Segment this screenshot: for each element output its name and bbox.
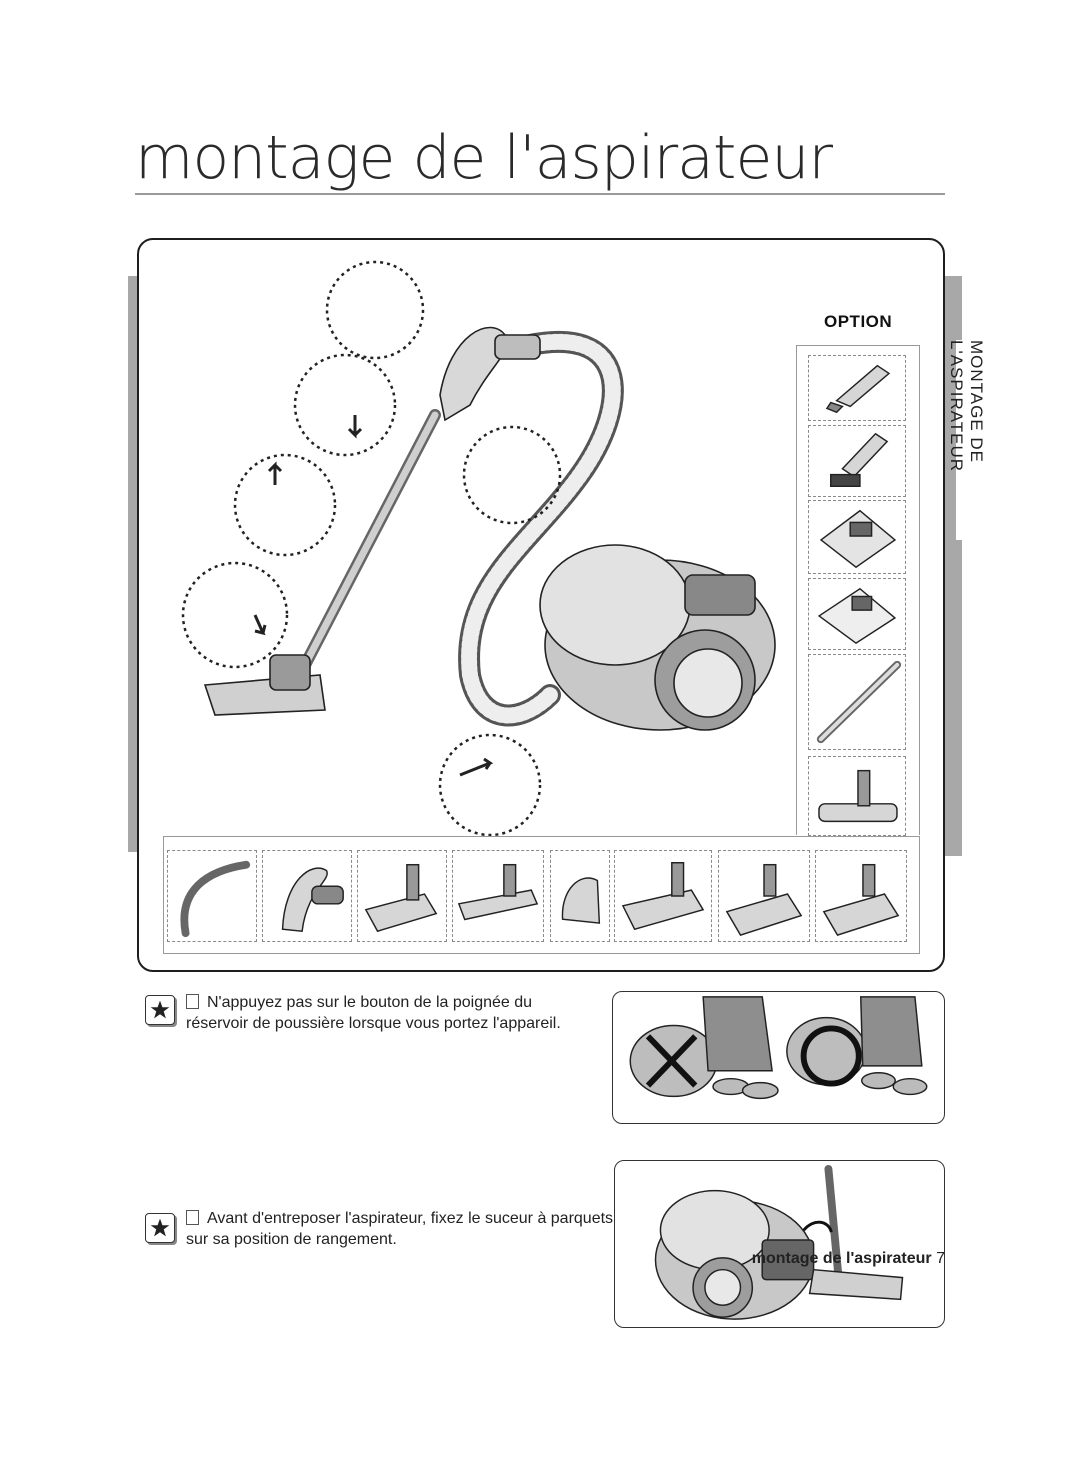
- dust-bag-icon: [819, 509, 897, 569]
- crevice-tool-option: [808, 355, 906, 421]
- note-1-illustration: [612, 991, 945, 1124]
- extension-pipe-icon: [816, 660, 902, 744]
- floor-brush-option: [808, 756, 906, 836]
- vacuum-assembly-illustration: [181, 260, 776, 837]
- side-section-tab: MONTAGE DE L'ASPIRATEUR: [947, 340, 986, 540]
- turbo-brush-a-icon: [725, 863, 803, 937]
- dust-bag-option: [808, 500, 906, 574]
- turbo-brush-b-accessory: [815, 850, 907, 942]
- flexible-hose-accessory: [167, 850, 257, 942]
- note-star-icon: [145, 1213, 175, 1243]
- bullet-icon: [186, 994, 199, 1009]
- page-number: 7: [936, 1250, 945, 1267]
- turbo-brush-b-icon: [822, 863, 900, 937]
- footer-title: montage de l'aspirateur: [751, 1250, 932, 1267]
- left-section-band: [128, 276, 138, 852]
- dust-bag-open-option: [808, 578, 906, 650]
- turbo-mini-brush-icon: [561, 877, 601, 924]
- title-rule: [135, 193, 945, 195]
- note-2-illustration: [614, 1160, 945, 1328]
- extension-pipe-option: [808, 654, 906, 750]
- parquet-brush-accessory: [452, 850, 544, 942]
- floor-brush-b-accessory: [614, 850, 712, 942]
- turbo-brush-a-accessory: [718, 850, 810, 942]
- note-2-text: Avant d'entreposer l'aspirateur, fixez l…: [186, 1210, 614, 1248]
- dusting-brush-icon: [830, 432, 889, 488]
- crevice-tool-icon: [825, 364, 891, 414]
- note-1-text: N'appuyez pas sur le bouton de la poigné…: [186, 994, 561, 1032]
- hose-handle-accessory: [262, 850, 352, 942]
- floor-brush-b-icon: [621, 862, 705, 931]
- floor-brush-icon: [818, 769, 898, 823]
- page-footer: montage de l'aspirateur 7: [752, 1250, 945, 1268]
- dusting-brush-option: [808, 425, 906, 497]
- accessory-row-frame: [163, 836, 920, 954]
- dust-bag-open-icon: [817, 587, 897, 645]
- flexible-hose-icon: [180, 860, 251, 938]
- floor-brush-a-accessory: [357, 850, 447, 942]
- parquet-brush-icon: [457, 863, 539, 921]
- option-label: OPTION: [824, 312, 893, 331]
- bullet-icon: [186, 1210, 199, 1225]
- page-title: montage de l'aspirateur: [135, 123, 833, 193]
- turbo-mini-brush-accessory: [550, 850, 610, 942]
- hose-handle-icon: [281, 867, 344, 933]
- floor-brush-a-icon: [364, 863, 438, 933]
- option-accessory-frame: [796, 345, 920, 835]
- canister-body: [539, 544, 776, 731]
- note-star-icon: [145, 995, 175, 1025]
